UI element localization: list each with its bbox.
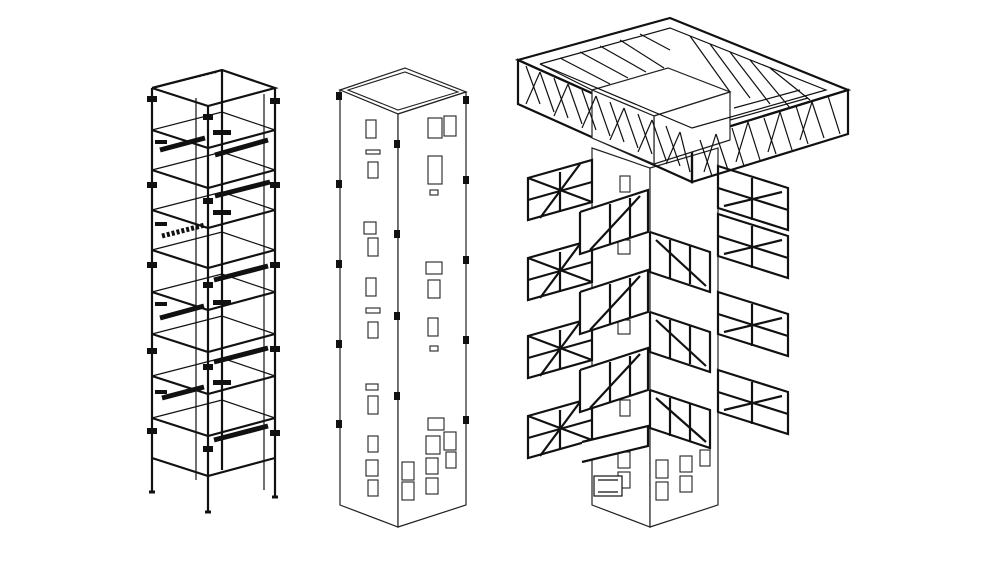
front-platform-3 [578, 346, 650, 414]
scaffold-top-rail [151, 68, 279, 108]
concrete-core [336, 67, 469, 528]
core-top-opening [346, 71, 460, 111]
roof-truss-frame [514, 16, 852, 184]
scaffold-clamps [147, 96, 280, 452]
scaffold-feet [149, 490, 278, 514]
front-right-platforms [648, 230, 712, 450]
core-right-face [397, 91, 467, 528]
front-platform-1 [578, 188, 650, 256]
roof-truss-right-web [699, 95, 841, 177]
right-platform-2 [716, 212, 790, 280]
left-platform-3 [526, 316, 594, 380]
right-platforms [716, 164, 790, 436]
core-with-platforms [514, 16, 852, 528]
right-platform-4 [716, 368, 790, 436]
scaffold-planks [159, 135, 271, 443]
left-platform-1 [526, 158, 594, 222]
left-platform-2 [526, 238, 594, 302]
core-openings-right [401, 115, 457, 501]
scaffold-levels [151, 111, 276, 478]
scaffold-tower [147, 68, 280, 514]
right-platform-1 [716, 164, 790, 232]
roof-truss-top-web [539, 33, 811, 121]
front-platforms [578, 188, 650, 464]
scaffold-top-ladder [159, 71, 219, 87]
core3-door [593, 475, 623, 497]
front-platform-2 [578, 268, 650, 336]
right-platform-3 [716, 290, 790, 358]
core-anchor-brackets [336, 92, 469, 428]
front-platform-4 [581, 424, 650, 464]
roof-truss-left-web [525, 65, 691, 173]
core-openings-left [363, 119, 381, 497]
